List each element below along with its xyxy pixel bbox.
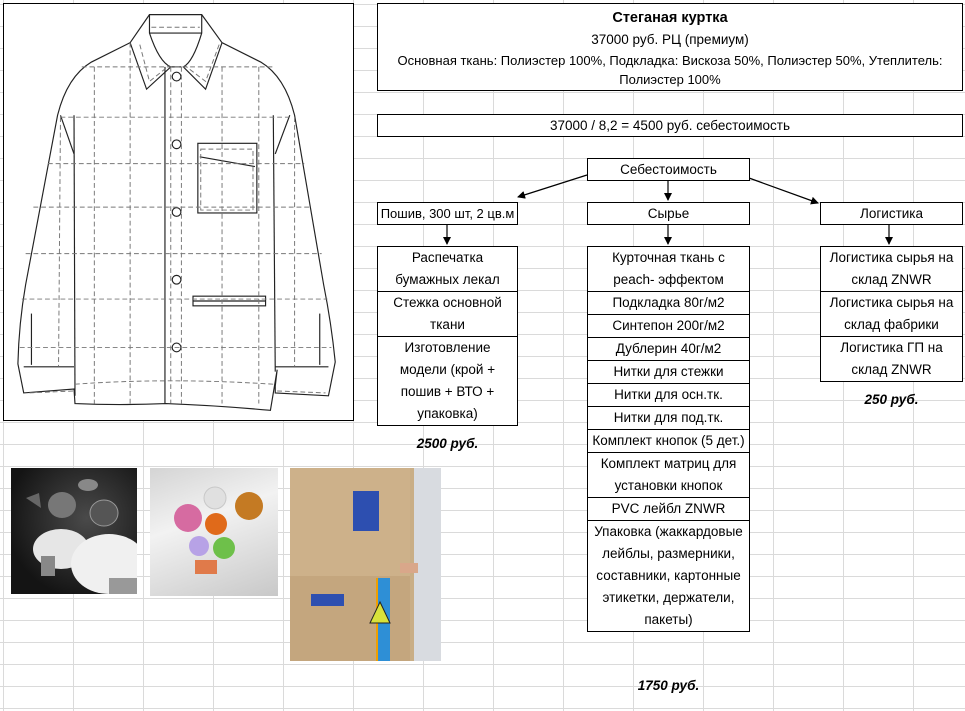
cost-root-node: Себестоимость bbox=[587, 158, 750, 181]
logistics-node: Логистика bbox=[820, 202, 963, 225]
materials-item: Нитки для стежки bbox=[588, 360, 749, 383]
sewing-item: Изготовление модели (крой + пошив + ВТО … bbox=[378, 336, 517, 425]
logistics-total: 250 руб. bbox=[864, 392, 919, 407]
materials-item: PVC лейбл ZNWR bbox=[588, 497, 749, 520]
product-header: Стеганая куртка 37000 руб. РЦ (премиум) … bbox=[377, 3, 963, 91]
metal-buttons-illustration bbox=[26, 479, 137, 594]
materials-total: 1750 руб. bbox=[637, 678, 700, 693]
sewing-item: Стежка основной ткани bbox=[378, 291, 517, 336]
materials-item: Курточная ткань с peach- эффектом bbox=[612, 250, 725, 287]
sewing-item: Распечатка бумажных лекал bbox=[395, 250, 500, 287]
materials-item: Нитки для под.тк. bbox=[588, 406, 749, 429]
photo-metal-buttons bbox=[11, 468, 137, 594]
materials-node: Сырье bbox=[587, 202, 750, 225]
materials-item: Подкладка 80г/м2 bbox=[588, 291, 749, 314]
logistics-list: Логистика сырья на склад ZNWR Логистика … bbox=[820, 246, 963, 382]
fabric-composition: Основная ткань: Полиэстер 100%, Подкладк… bbox=[397, 53, 943, 87]
logistics-item: Логистика ГП на склад ZNWR bbox=[821, 336, 962, 381]
materials-list: Курточная ткань с peach- эффектом Подкла… bbox=[587, 246, 750, 632]
arrow-to-sewing bbox=[517, 174, 588, 199]
photo-colored-buttons bbox=[150, 468, 278, 596]
photo-garment-labels bbox=[290, 468, 441, 661]
arrow-to-logistics bbox=[748, 177, 819, 205]
materials-item: Дублерин 40г/м2 bbox=[588, 337, 749, 360]
cost-formula: 37000 / 8,2 = 4500 руб. себестоимость bbox=[377, 114, 963, 137]
logistics-item: Логистика сырья на склад ZNWR bbox=[829, 250, 954, 287]
logistics-item: Логистика сырья на склад фабрики bbox=[821, 291, 962, 336]
jacket-sketch-drawing bbox=[17, 14, 336, 411]
garment-labels-illustration bbox=[290, 468, 418, 661]
sewing-node: Пошив, 300 шт, 2 цв.м bbox=[377, 202, 518, 225]
materials-item: Нитки для осн.тк. bbox=[588, 383, 749, 406]
materials-item: Комплект матриц для установки кнопок bbox=[588, 452, 749, 497]
retail-price: 37000 руб. РЦ (премиум) bbox=[591, 32, 749, 47]
materials-item: Синтепон 200г/м2 bbox=[588, 314, 749, 337]
materials-item: Упаковка (жаккардовые лейблы, размерники… bbox=[588, 520, 749, 631]
colored-buttons-illustration bbox=[174, 486, 263, 574]
jacket-sketch bbox=[3, 3, 354, 421]
materials-item: Комплект кнопок (5 дет.) bbox=[588, 429, 749, 452]
product-title: Стеганая куртка bbox=[612, 10, 728, 26]
sewing-list: Распечатка бумажных лекал Стежка основно… bbox=[377, 246, 518, 426]
sewing-total: 2500 руб. bbox=[416, 436, 479, 451]
